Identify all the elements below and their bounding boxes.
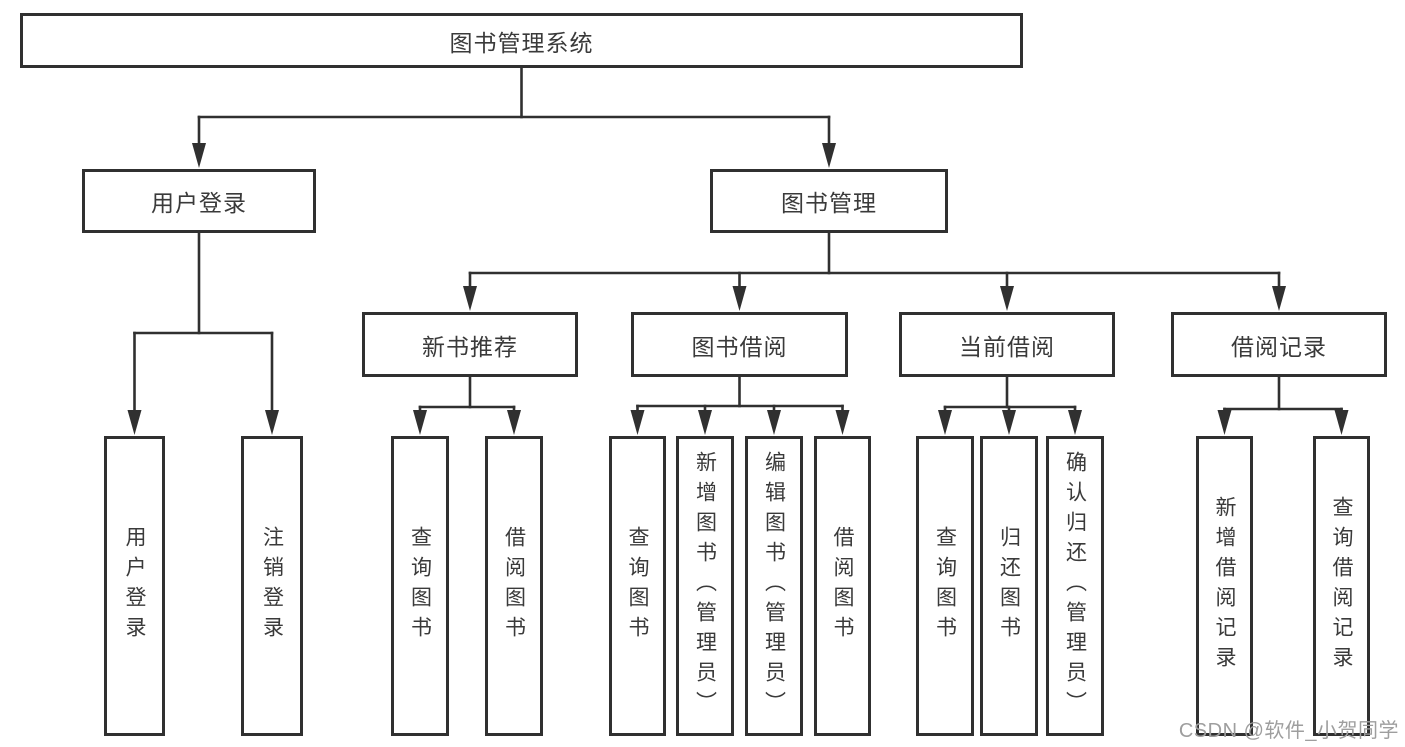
node-label: 新增图书（管理员） (693, 451, 717, 721)
node-book-management: 图书管理 (710, 169, 948, 233)
node-user-login: 用户登录 (82, 169, 316, 233)
node-leaf-query-books-3: 查询图书 (916, 436, 974, 736)
node-leaf-query-borrow-record: 查询借阅记录 (1313, 436, 1370, 736)
node-label: 借阅图书 (831, 526, 854, 646)
node-label: 借阅图书 (502, 526, 526, 646)
node-label: 当前借阅 (959, 333, 1055, 360)
node-leaf-add-books: 新增图书（管理员） (676, 436, 734, 736)
node-label: 新增借阅记录 (1213, 496, 1236, 676)
node-label: 查询图书 (626, 526, 649, 646)
node-new-book-recommend: 新书推荐 (362, 312, 578, 377)
node-label: 用户登录 (151, 190, 247, 216)
node-label: 确认归还（管理员） (1063, 451, 1087, 721)
node-label: 查询借阅记录 (1330, 496, 1353, 676)
node-label: 用户登录 (123, 526, 146, 646)
node-leaf-query-books-1: 查询图书 (391, 436, 449, 736)
node-leaf-borrow-books-1: 借阅图书 (485, 436, 543, 736)
node-label: 图书管理系统 (449, 29, 594, 56)
node-label: 查询图书 (933, 526, 957, 646)
node-label: 图书借阅 (691, 333, 788, 360)
node-label: 图书管理 (781, 190, 877, 216)
node-leaf-user-login: 用户登录 (104, 436, 165, 736)
node-leaf-logout: 注销登录 (241, 436, 303, 736)
node-leaf-confirm-return: 确认归还（管理员） (1046, 436, 1104, 736)
node-leaf-return-books: 归还图书 (980, 436, 1038, 736)
node-leaf-query-books-2: 查询图书 (609, 436, 666, 736)
node-label: 编辑图书（管理员） (762, 451, 786, 721)
node-book-borrowing: 图书借阅 (631, 312, 848, 377)
node-root: 图书管理系统 (20, 13, 1023, 68)
node-leaf-borrow-books-2: 借阅图书 (814, 436, 871, 736)
node-label: 归还图书 (997, 526, 1021, 646)
node-label: 借阅记录 (1231, 333, 1327, 360)
node-leaf-add-borrow-record: 新增借阅记录 (1196, 436, 1253, 736)
node-borrowing-records: 借阅记录 (1171, 312, 1387, 377)
node-current-borrowing: 当前借阅 (899, 312, 1115, 377)
watermark-text: CSDN @软件_小贺同学 (1178, 720, 1399, 742)
node-label: 注销登录 (260, 526, 284, 646)
node-leaf-edit-books: 编辑图书（管理员） (745, 436, 803, 736)
node-label: 新书推荐 (422, 333, 518, 360)
node-label: 查询图书 (408, 526, 432, 646)
